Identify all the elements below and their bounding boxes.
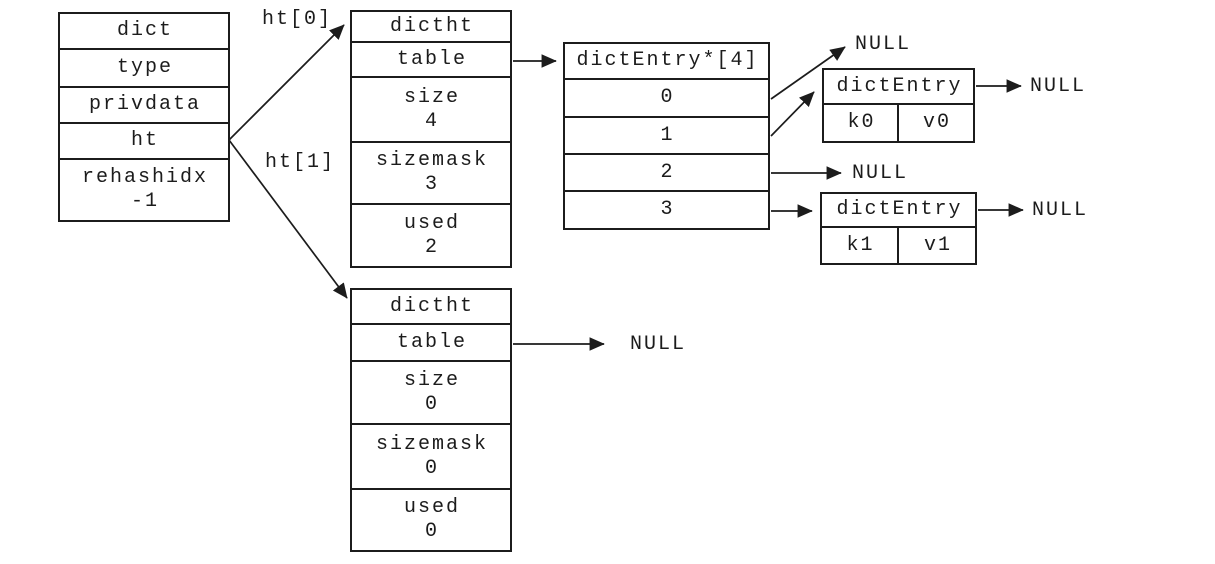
- ht0-sizemask-label: sizemask: [375, 149, 488, 172]
- ht1-table-label: table: [396, 330, 467, 354]
- dict-title-cell: dict: [58, 12, 230, 50]
- entry1-key-cell: k1: [820, 226, 899, 265]
- ht1-dictht-box: dictht table size 0 sizemask 0 used 0: [350, 288, 512, 552]
- entry0-key-label: k0: [847, 111, 876, 134]
- bucket-slot-1: 1: [563, 116, 770, 155]
- dictentry-node-0: dictEntry k0 v0: [822, 68, 975, 143]
- ht0-size-cell: size 4: [350, 76, 512, 143]
- null-label-entry1-next: NULL: [1032, 199, 1089, 222]
- entry1-title-label: dictEntry: [836, 198, 963, 221]
- ht1-title-cell: dictht: [350, 288, 512, 325]
- ht1-sizemask-cell: sizemask 0: [350, 423, 512, 490]
- dict-struct-box: dict type privdata ht rehashidx -1: [58, 12, 230, 222]
- dict-type-cell: type: [58, 48, 230, 88]
- dict-rehashidx-label: rehashidx: [81, 166, 209, 189]
- null-label-ht1-table: NULL: [630, 333, 687, 356]
- null-label-slot0: NULL: [855, 33, 912, 56]
- bucket-array-header-cell: dictEntry*[4]: [563, 42, 770, 80]
- ht1-used-label: used: [403, 496, 460, 519]
- ht0-sizemask-cell: sizemask 3: [350, 141, 512, 205]
- ht0-dictht-box: dictht table size 4 sizemask 3 used 2: [350, 10, 512, 268]
- entry1-value-label: v1: [923, 233, 952, 257]
- bucket-slot-1-label: 1: [660, 123, 675, 147]
- bucket-slot-0: 0: [563, 78, 770, 118]
- dictentry-node-1: dictEntry k1 v1: [820, 192, 977, 265]
- dict-type-label: type: [116, 56, 173, 79]
- entry1-kv-row: k1 v1: [820, 226, 977, 265]
- ht1-size-cell: size 0: [350, 360, 512, 425]
- entry1-title-cell: dictEntry: [820, 192, 977, 228]
- ht1-title-label: dictht: [389, 294, 474, 318]
- entry1-value-cell: v1: [897, 226, 977, 265]
- ht0-used-label: used: [403, 211, 460, 235]
- ht0-pointer-label: ht[0]: [262, 8, 333, 31]
- ht0-used-cell: used 2: [350, 203, 512, 268]
- dict-ht-cell: ht: [58, 122, 230, 160]
- ht1-used-cell: used 0: [350, 488, 512, 552]
- dict-rehashidx-value: -1: [130, 190, 159, 213]
- bucket-slot-3: 3: [563, 190, 770, 230]
- dict-ht-label: ht: [130, 129, 159, 152]
- ht0-table-cell: table: [350, 41, 512, 78]
- bucket-array-header-label: dictEntry*[4]: [576, 49, 759, 72]
- ht0-size-value: 4: [424, 109, 439, 133]
- ht1-pointer-label: ht[1]: [265, 151, 336, 174]
- dict-privdata-label: privdata: [88, 93, 201, 116]
- dict-privdata-cell: privdata: [58, 86, 230, 124]
- arrow-ht0-pointer: [228, 24, 345, 141]
- entry0-title-label: dictEntry: [836, 74, 963, 98]
- ht0-sizemask-value: 3: [424, 173, 439, 196]
- bucket-slot-0-label: 0: [660, 86, 675, 109]
- null-label-entry0-next: NULL: [1030, 75, 1087, 98]
- dict-rehashidx-cell: rehashidx -1: [58, 158, 230, 222]
- ht0-title-label: dictht: [389, 14, 474, 38]
- ht1-sizemask-value: 0: [424, 456, 439, 480]
- ht0-used-value: 2: [424, 235, 439, 259]
- entry0-value-label: v0: [922, 111, 951, 134]
- ht0-size-label: size: [403, 85, 460, 109]
- entry0-value-cell: v0: [897, 103, 975, 143]
- dict-title-label: dict: [116, 19, 173, 42]
- ht1-table-cell: table: [350, 323, 512, 362]
- bucket-slot-3-label: 3: [660, 198, 675, 221]
- entry1-key-label: k1: [846, 233, 875, 257]
- ht1-size-label: size: [403, 368, 460, 392]
- ht1-sizemask-label: sizemask: [375, 432, 488, 456]
- ht0-title-cell: dictht: [350, 10, 512, 43]
- ht1-size-value: 0: [424, 392, 439, 416]
- ht1-used-value: 0: [424, 520, 439, 543]
- entry0-key-cell: k0: [822, 103, 899, 143]
- bucket-slot-2: 2: [563, 153, 770, 192]
- bucket-array-box: dictEntry*[4] 0 1 2 3: [563, 42, 770, 230]
- entry0-kv-row: k0 v0: [822, 103, 975, 143]
- ht0-table-label: table: [396, 47, 467, 71]
- arrow-slot1-to-entry0: [770, 91, 815, 137]
- null-label-slot2: NULL: [852, 162, 909, 185]
- bucket-slot-2-label: 2: [660, 160, 675, 184]
- entry0-title-cell: dictEntry: [822, 68, 975, 105]
